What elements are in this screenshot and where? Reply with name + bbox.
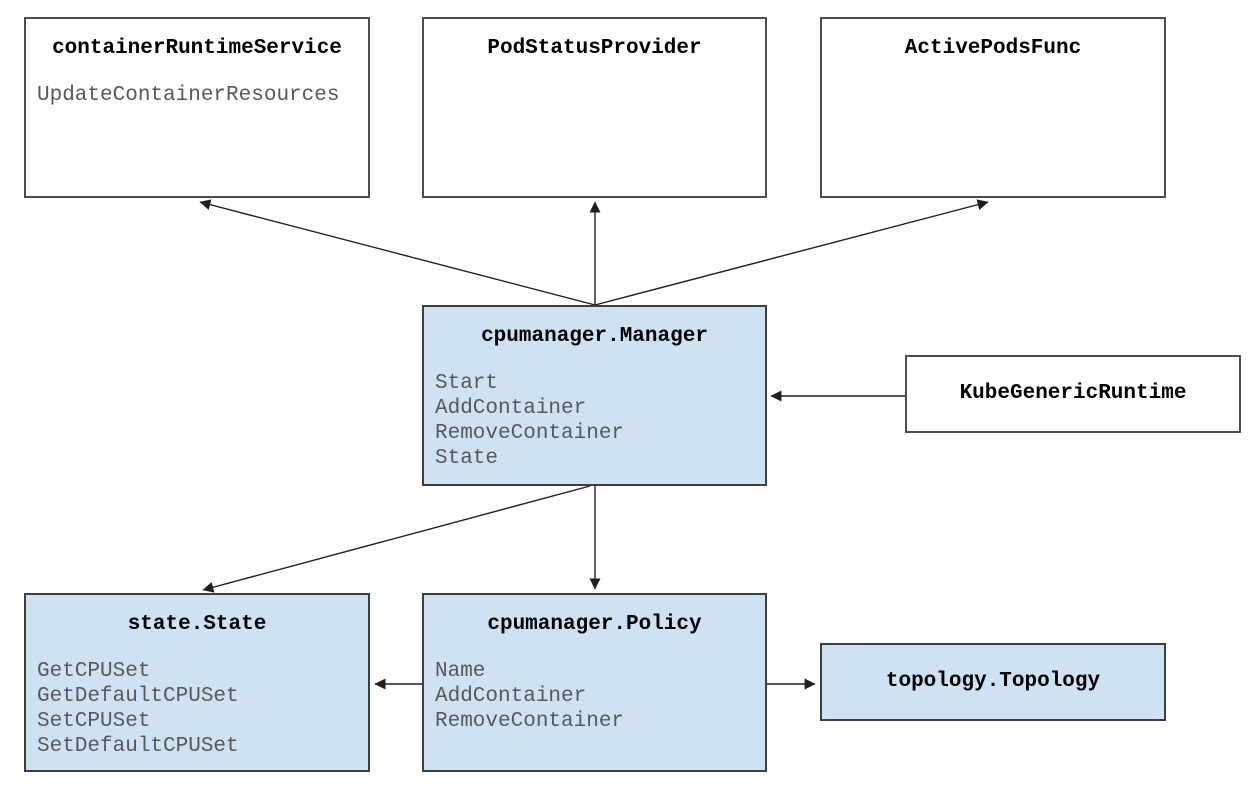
node-active-pods-func: ActivePodsFunc [820,17,1166,198]
method-label: AddContainer [435,685,587,708]
node-methods: Start AddContainer RemoveContainer State [424,371,765,471]
node-methods: UpdateContainerResources [26,83,368,108]
node-title: KubeGenericRuntime [959,382,1187,405]
method-label: State [435,447,499,470]
method-label: SetCPUSet [37,710,151,733]
method-label: AddContainer [435,397,587,420]
method-label: Start [435,372,499,395]
method-label: RemoveContainer [435,710,625,733]
edge-manager-to-state-state [202,485,591,593]
node-cpumanager-manager: cpumanager.Manager Start AddContainer Re… [422,305,767,486]
node-container-runtime-service: containerRuntimeService UpdateContainerR… [24,17,370,198]
node-title: cpumanager.Manager [481,325,708,348]
node-methods: GetCPUSet GetDefaultCPUSet SetCPUSet Set… [26,659,368,759]
node-kube-generic-runtime: KubeGenericRuntime [905,355,1241,433]
method-label: GetDefaultCPUSet [37,685,239,708]
node-title: cpumanager.Policy [487,613,702,636]
node-title: containerRuntimeService [52,37,342,60]
node-state-state: state.State GetCPUSet GetDefaultCPUSet S… [24,593,370,772]
method-label: Name [435,660,486,683]
method-label: GetCPUSet [37,660,151,683]
edge-manager-to-container-runtime-service [199,199,596,306]
node-title: topology.Topology [885,670,1101,693]
method-label: UpdateContainerResources [37,84,340,107]
node-title: PodStatusProvider [487,37,702,60]
method-label: RemoveContainer [435,422,625,445]
node-topology-topology: topology.Topology [820,643,1166,721]
node-title: ActivePodsFunc [904,37,1082,60]
edge-manager-to-active-pods-func [594,199,989,306]
node-methods: Name AddContainer RemoveContainer [424,659,765,734]
method-label: SetDefaultCPUSet [37,735,239,758]
node-pod-status-provider: PodStatusProvider [422,17,767,198]
node-title: state.State [127,613,267,636]
node-cpumanager-policy: cpumanager.Policy Name AddContainer Remo… [422,593,767,772]
